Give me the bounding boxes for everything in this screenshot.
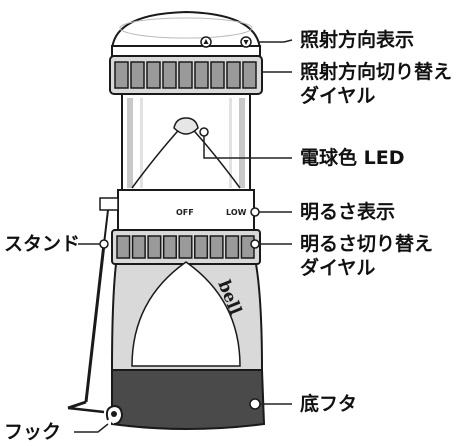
dial-ridge bbox=[210, 61, 225, 89]
clear-globe bbox=[121, 93, 251, 191]
direction-dial bbox=[109, 55, 263, 95]
led-bulb bbox=[173, 117, 199, 135]
dial-ridge bbox=[162, 235, 177, 259]
dial-ridge bbox=[194, 61, 209, 89]
dial-ridge bbox=[178, 61, 193, 89]
label-hook: フック bbox=[4, 421, 62, 443]
label-direction-dial-2: ダイヤル bbox=[300, 85, 376, 107]
top-cap bbox=[110, 10, 262, 57]
switch-collar: OFF LOW bbox=[117, 189, 260, 231]
label-stand: スタンド bbox=[4, 233, 81, 255]
leader-lines bbox=[74, 39, 293, 433]
label-bulb: 電球色 LED bbox=[300, 147, 405, 169]
dial-ridge bbox=[194, 235, 209, 259]
dial-ridge bbox=[131, 235, 146, 259]
switch-off-text: OFF bbox=[176, 208, 194, 217]
stand bbox=[67, 197, 119, 414]
brightness-dial bbox=[111, 229, 261, 265]
dial-ridge bbox=[114, 61, 129, 89]
dial-ridge bbox=[146, 61, 161, 89]
label-direction-display: 照射方向表示 bbox=[300, 29, 415, 51]
dial-ridge bbox=[242, 61, 257, 89]
dial-ridge bbox=[162, 61, 177, 89]
lower-body: bell bbox=[110, 261, 264, 371]
dial-ridge bbox=[178, 235, 193, 259]
dial-ridge bbox=[147, 235, 162, 259]
switch-low-text: LOW bbox=[226, 208, 247, 217]
dial-ridge bbox=[130, 61, 145, 89]
dial-ridge bbox=[225, 235, 240, 259]
label-brightness-dial-2: ダイヤル bbox=[300, 257, 376, 279]
dial-ridge bbox=[209, 235, 224, 259]
label-bottom-cover: 底フタ bbox=[300, 393, 358, 415]
label-brightness-display: 明るさ表示 bbox=[300, 201, 396, 223]
dial-ridge bbox=[226, 61, 241, 89]
label-direction-dial-1: 照射方向切り替え bbox=[300, 61, 453, 83]
label-brightness-dial-1: 明るさ切り替え bbox=[300, 233, 434, 255]
dial-ridge bbox=[116, 235, 131, 259]
bottom-cover bbox=[105, 369, 266, 430]
